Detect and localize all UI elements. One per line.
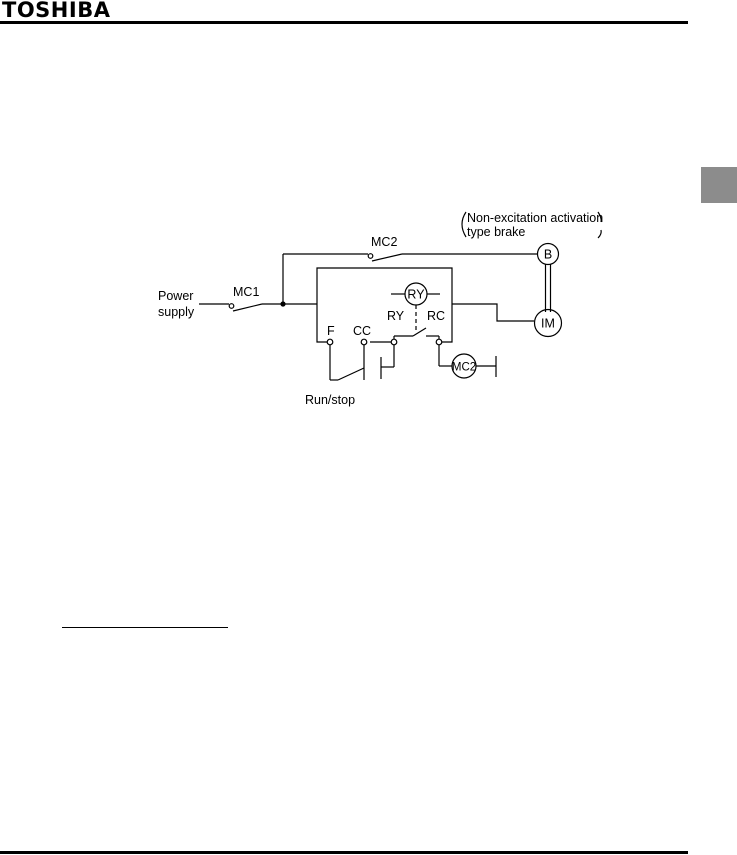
power-supply-label-line2: supply xyxy=(158,305,195,319)
section-tab-marker xyxy=(701,167,737,203)
relay-coil-label: RY xyxy=(407,288,425,302)
mc2-coil xyxy=(451,353,497,379)
inverter-outline xyxy=(316,267,453,343)
induction-motor xyxy=(533,308,563,338)
brand-logo: TOSHIBA xyxy=(2,0,111,22)
mc2-contact-label: MC2 xyxy=(371,235,397,249)
mc1-contact xyxy=(199,303,283,312)
footer-rule xyxy=(0,851,688,854)
f-terminal-label: F xyxy=(327,324,335,338)
rc-mc2-wire xyxy=(438,345,452,367)
brake-coil xyxy=(536,242,560,266)
brake-note-open-paren xyxy=(461,211,467,238)
brake-label: B xyxy=(544,248,552,262)
brake-note-close-paren-lower xyxy=(597,229,602,239)
run-stop-switch xyxy=(329,345,365,381)
terminal-cc xyxy=(360,338,368,346)
header-rule xyxy=(0,21,688,24)
rc-terminal-label: RC xyxy=(427,309,445,323)
terminal-f xyxy=(326,338,334,346)
cc-terminal-label: CC xyxy=(353,324,371,338)
mc2-coil-label: MC2 xyxy=(452,362,476,374)
mc1-label: MC1 xyxy=(233,285,259,299)
brake-note-line1: Non-excitation activation xyxy=(467,211,603,225)
power-supply-label-line1: Power xyxy=(158,289,193,303)
motor-label: IM xyxy=(541,317,555,331)
brake-motor-shaft xyxy=(544,264,552,312)
mc2-contact xyxy=(282,253,537,304)
motor-output-wire xyxy=(452,303,534,322)
brake-note-line2: type brake xyxy=(467,225,525,239)
ry-terminal-label: RY xyxy=(387,309,405,323)
terminal-ry xyxy=(390,338,398,346)
brake-note-close-paren xyxy=(597,211,602,223)
terminal-rc xyxy=(435,338,443,346)
section-heading-underline xyxy=(62,627,228,628)
ry-supply-wire xyxy=(380,345,395,379)
relay-contact-ry-rc xyxy=(393,327,440,342)
run-stop-label: Run/stop xyxy=(305,393,355,407)
